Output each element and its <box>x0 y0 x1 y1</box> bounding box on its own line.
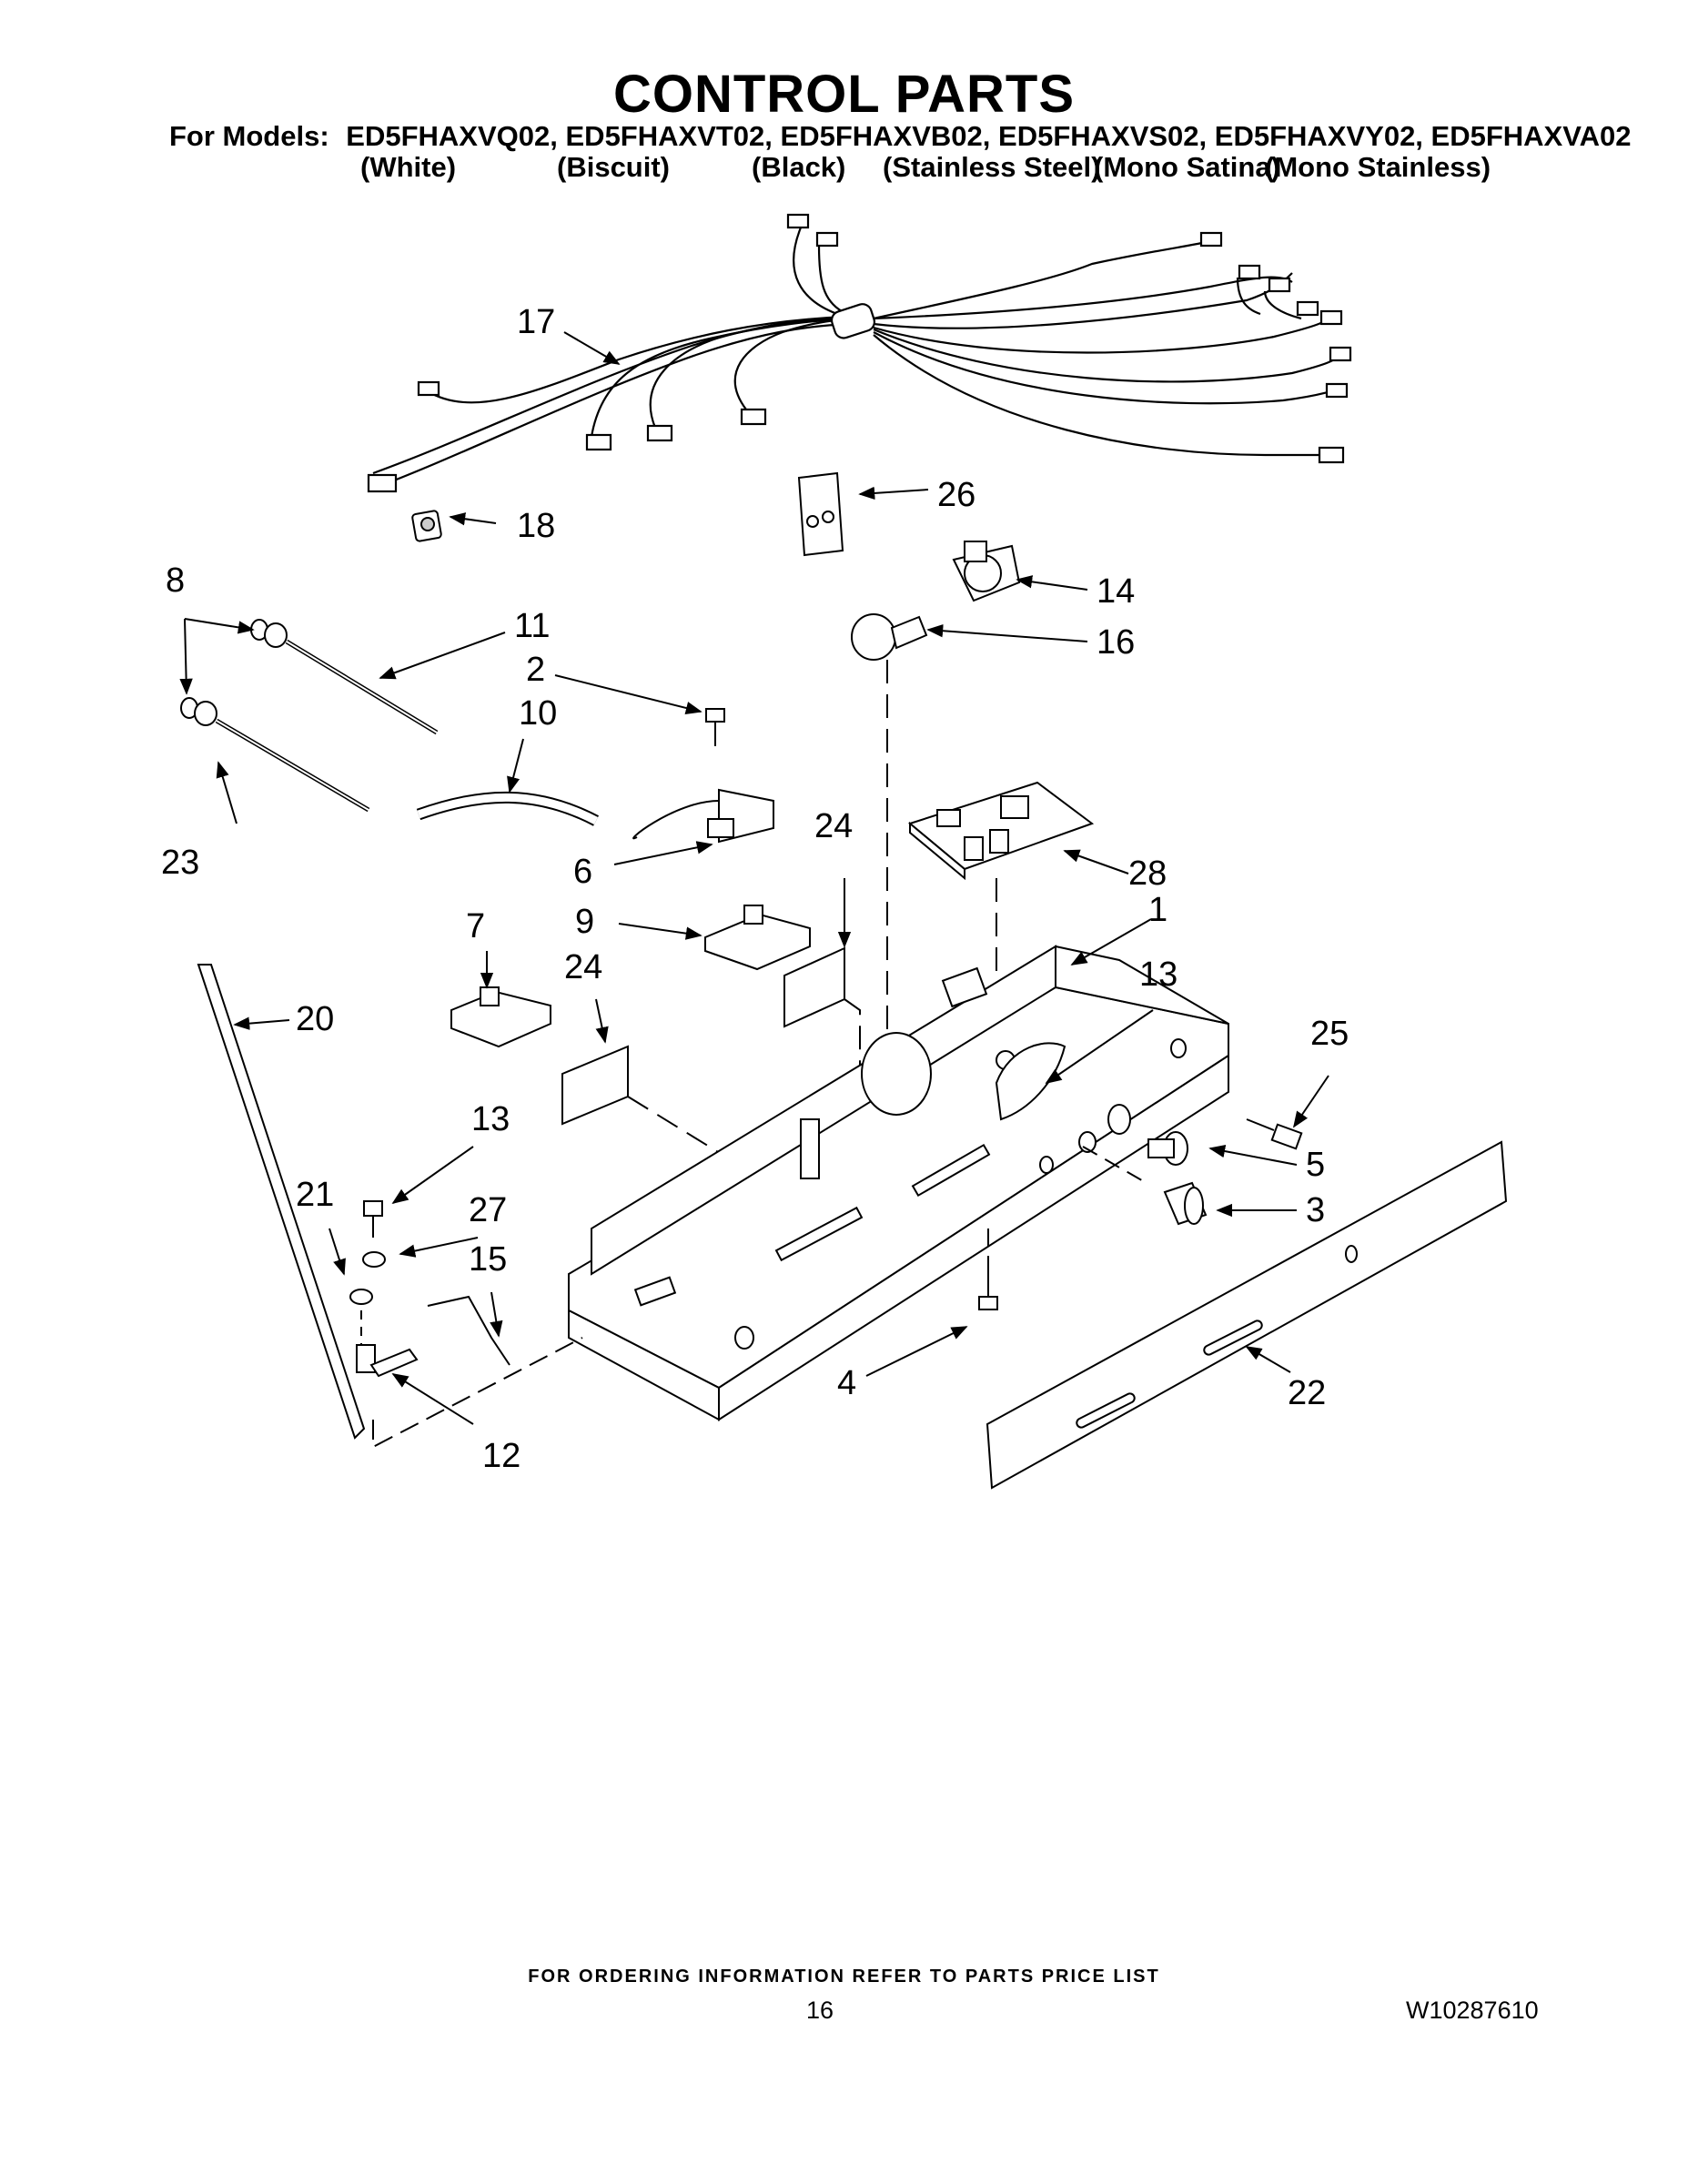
callout-12: 12 <box>482 1437 521 1475</box>
model-colors-line: (White) (Biscuit) (Black) (Stainless Ste… <box>0 151 1688 187</box>
washer <box>349 1289 373 1305</box>
bracket <box>450 986 551 1048</box>
model-color: (Stainless Steel) <box>883 151 1101 183</box>
push-button <box>1147 1131 1188 1166</box>
wire-harness <box>367 213 1352 493</box>
callout-8: 8 <box>166 561 185 600</box>
ordering-note: FOR ORDERING INFORMATION REFER TO PARTS … <box>528 1967 1160 1987</box>
callout-21: 21 <box>296 1176 334 1214</box>
model-color: (Mono Stainless) <box>1265 151 1491 183</box>
callout-15: 15 <box>469 1240 507 1279</box>
rod-assembly <box>180 619 439 813</box>
foam-pad <box>797 471 844 557</box>
callout-3: 3 <box>1306 1191 1325 1229</box>
light-socket <box>952 541 1021 602</box>
screw <box>705 708 725 746</box>
screw <box>1246 1118 1303 1150</box>
control-board <box>907 781 1095 881</box>
model-color: (Black) <box>752 151 846 183</box>
model-color: (Mono Satina) <box>1094 151 1280 183</box>
harness-clip <box>411 510 442 542</box>
callout-13: 13 <box>1139 956 1178 994</box>
screw <box>363 1200 383 1238</box>
callout-1: 1 <box>1148 891 1167 929</box>
callout-11: 11 <box>514 607 550 645</box>
callout-7: 7 <box>466 907 485 945</box>
hinge-bracket <box>356 1344 419 1378</box>
control-knob <box>1163 1181 1208 1226</box>
models-label: For Models: <box>169 120 329 152</box>
light-bulb <box>851 613 928 661</box>
page-number: 16 <box>806 1997 834 2024</box>
spring <box>427 1295 510 1366</box>
switch-assembly <box>632 788 774 844</box>
callout-24: 24 <box>564 948 602 986</box>
model-number: ED5FHAXVQ02, <box>346 120 558 152</box>
trim-strip <box>986 1140 1508 1490</box>
callout-6: 6 <box>573 853 592 891</box>
control-housing <box>568 945 1229 1421</box>
callout-13: 13 <box>471 1100 510 1138</box>
models-line: For Models: ED5FHAXVQ02, ED5FHAXVT02, ED… <box>169 120 1631 153</box>
callout-23: 23 <box>161 844 199 882</box>
callout-5: 5 <box>1306 1146 1325 1184</box>
callout-22: 22 <box>1288 1374 1326 1412</box>
screw <box>978 1274 998 1310</box>
model-number: ED5FHAXVA02 <box>1430 120 1632 152</box>
callout-18: 18 <box>517 507 555 545</box>
model-color: (Biscuit) <box>557 151 670 183</box>
callout-2: 2 <box>526 651 545 689</box>
callout-28: 28 <box>1128 854 1167 893</box>
callout-27: 26 <box>937 476 975 514</box>
model-number: ED5FHAXVB02, <box>780 120 991 152</box>
washer <box>362 1251 386 1268</box>
callout-10: 10 <box>519 694 557 733</box>
callout-9: 9 <box>575 903 594 941</box>
model-color: (White) <box>360 151 457 183</box>
document-number: W10287610 <box>1406 1997 1539 2024</box>
model-number: ED5FHAXVS02, <box>998 120 1208 152</box>
page-title: CONTROL PARTS <box>612 65 1076 124</box>
callout-25: 25 <box>1310 1015 1349 1053</box>
callout-16: 16 <box>1097 623 1135 662</box>
callout-24: 24 <box>814 807 853 845</box>
label-decal <box>561 1045 629 1126</box>
callout-17: 17 <box>517 303 555 341</box>
callout-26: 27 <box>469 1191 507 1229</box>
label-decal <box>783 946 845 1028</box>
support-rod <box>197 964 366 1440</box>
bracket <box>704 905 811 971</box>
callout-4: 4 <box>837 1364 856 1402</box>
model-number: ED5FHAXVT02, <box>565 120 773 152</box>
callout-20: 20 <box>296 1000 334 1038</box>
model-number: ED5FHAXVY02, <box>1214 120 1423 152</box>
callout-14: 14 <box>1097 572 1135 611</box>
